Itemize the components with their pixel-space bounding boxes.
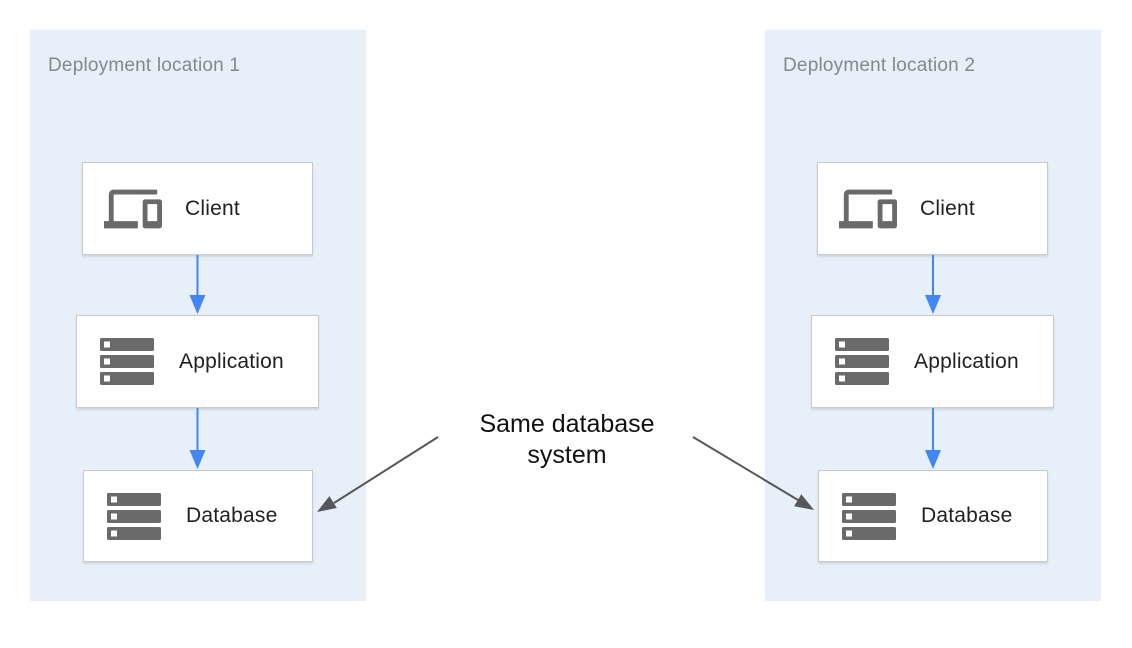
server-stack-icon	[832, 338, 892, 385]
server-stack-icon	[97, 338, 157, 385]
panel-title: Deployment location 2	[783, 55, 976, 76]
node-label: Application	[914, 349, 1019, 373]
server-stack-icon	[839, 492, 899, 540]
node-application: Application	[811, 315, 1054, 408]
node-label: Application	[179, 349, 284, 373]
node-client: Client	[817, 162, 1048, 255]
center-annotation: Same database system	[479, 410, 655, 469]
node-client: Client	[82, 162, 313, 255]
node-database: Database	[83, 470, 313, 562]
devices-icon	[838, 187, 898, 231]
node-label: Database	[186, 504, 278, 527]
devices-icon	[103, 187, 163, 231]
deployment-panel-1: Deployment location 1 Client	[30, 30, 366, 601]
server-stack-icon	[104, 492, 164, 540]
deployment-panel-2: Deployment location 2 Client	[765, 30, 1101, 601]
node-label: Database	[921, 504, 1013, 527]
panel-title: Deployment location 1	[48, 55, 241, 76]
node-database: Database	[818, 470, 1048, 562]
node-application: Application	[76, 315, 319, 408]
node-label: Client	[185, 196, 240, 220]
node-label: Client	[920, 196, 975, 220]
